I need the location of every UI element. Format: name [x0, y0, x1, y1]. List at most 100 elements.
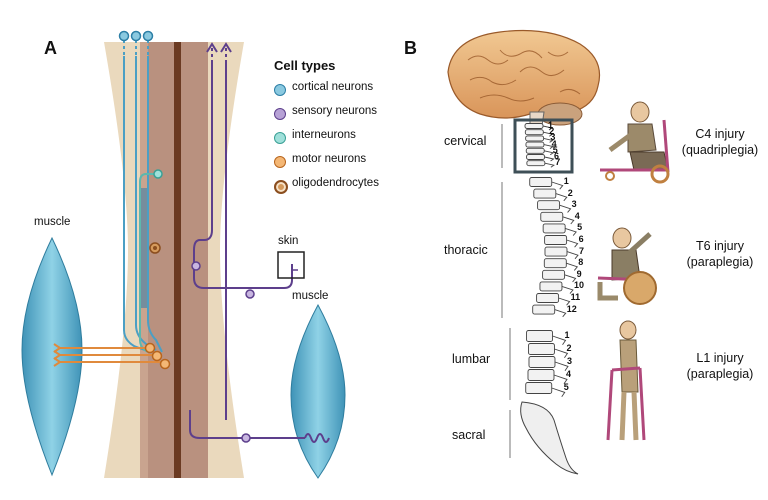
motor-axons [53, 343, 164, 367]
legend-icon-cortical [274, 84, 286, 96]
motor-neuron-2 [151, 350, 163, 362]
vertebra-cervical-5 [525, 147, 545, 154]
sacrum [520, 401, 579, 475]
vertebra-cervical-7 [526, 160, 546, 167]
cortical-neuron-2 [130, 30, 142, 42]
vertebra-thoracic-12 [532, 304, 556, 315]
vertebra-cervical-3 [525, 135, 545, 142]
vertebra-cervical-2 [524, 129, 544, 136]
patient-t6-illustration [597, 227, 657, 305]
motor-neuron-3 [159, 358, 171, 370]
region-lumbar: lumbar [452, 352, 491, 366]
oligodendrocyte-nucleus [153, 246, 157, 250]
injury-t6: T6 injury (paraplegia) [680, 238, 760, 270]
vertebra-thoracic-3 [537, 200, 561, 211]
vertebra-thoracic-5 [542, 223, 566, 234]
vertebra-label-cervical-7: 7 [555, 157, 561, 168]
muscle-left-shape [21, 236, 83, 477]
panel-b [447, 29, 670, 475]
vertebra-process-lumbar-4 [553, 374, 568, 385]
injury-c4-name: C4 injury [695, 127, 745, 141]
legend-label-cortical: cortical neurons [292, 81, 374, 93]
vertebra-process-thoracic-3 [559, 204, 572, 213]
myelin-sheath [141, 188, 147, 308]
vertebra-lumbar-3 [528, 356, 556, 368]
vertebra-label-cervical-4: 4 [551, 138, 557, 149]
central-canal [174, 42, 181, 478]
vertebra-label-thoracic-1: 1 [563, 176, 569, 186]
vertebra-cervical-4 [525, 141, 545, 148]
vertebra-thoracic-4 [540, 211, 564, 222]
injury-c4-type: (quadriplegia) [681, 143, 759, 157]
legend-label-oligodendrocyte: oligodendrocytes [292, 177, 379, 189]
vertebra-lumbar-4 [527, 369, 555, 381]
vertebra-label-cervical-5: 5 [552, 144, 558, 155]
cerebellum [537, 102, 583, 126]
vertebra-process-thoracic-1 [551, 181, 564, 190]
vertebra-process-cervical-4 [543, 144, 555, 149]
vertebra-process-thoracic-4 [562, 216, 575, 225]
sensory-neuron-1 [191, 261, 201, 271]
panel-a [21, 30, 346, 479]
panel-b-letter: B [404, 38, 417, 58]
vertebra-process-cervical-2 [543, 131, 554, 137]
vertebra-process-lumbar-2 [554, 348, 569, 359]
vertebra-process-cervical-6 [544, 156, 555, 162]
skin-label: skin [278, 235, 299, 247]
vertebra-thoracic-10 [539, 281, 563, 292]
vertebra-process-lumbar-3 [554, 361, 569, 372]
vertebra-lumbar-1 [526, 330, 553, 342]
vertebra-label-thoracic-7: 7 [578, 245, 584, 256]
vertebra-label-lumbar-4: 4 [565, 369, 571, 379]
legend-label-motor: motor neurons [292, 153, 367, 165]
vertebra-label-thoracic-2: 2 [567, 187, 573, 198]
vertebra-process-thoracic-10 [561, 285, 574, 294]
vertebra-label-thoracic-6: 6 [578, 234, 584, 244]
cortical-neuron-3 [142, 30, 154, 42]
vertebra-label-cervical-2: 2 [549, 126, 555, 137]
legend-icon-sensory [274, 108, 286, 120]
vertebra-process-thoracic-6 [566, 239, 579, 248]
muscle-left-label: muscle [34, 216, 71, 228]
vertebra-label-thoracic-5: 5 [577, 222, 583, 233]
legend-icon-interneuron [274, 132, 286, 144]
brain-folds [467, 49, 581, 102]
vertebra-label-thoracic-9: 9 [576, 268, 582, 279]
vertebra-thoracic-7 [544, 246, 568, 257]
legend-icon-oligodendrocyte [274, 180, 288, 194]
vertebra-process-thoracic-2 [555, 193, 568, 202]
muscle-right-label: muscle [292, 290, 329, 302]
vertebra-label-lumbar-2: 2 [566, 343, 572, 353]
vertebra-label-lumbar-1: 1 [564, 330, 570, 340]
vertebra-process-thoracic-9 [564, 274, 577, 283]
vertebra-label-thoracic-3: 3 [571, 199, 577, 210]
vertebra-process-cervical-7 [544, 162, 555, 168]
vertebra-thoracic-8 [543, 258, 567, 269]
motor-neuron-1 [144, 342, 156, 354]
vertebra-process-thoracic-11 [558, 297, 571, 306]
vertebra-thoracic-9 [542, 269, 566, 280]
vertebra-process-lumbar-5 [551, 387, 566, 398]
cortical-neuron-1 [118, 30, 130, 42]
skin-receptor [291, 264, 298, 271]
vertebra-label-thoracic-12: 12 [566, 303, 577, 314]
vertebra-lumbar-5 [525, 382, 553, 394]
vertebra-process-thoracic-12 [554, 309, 567, 318]
vertebra-process-thoracic-8 [566, 262, 579, 271]
injury-l1: L1 injury (paraplegia) [680, 350, 760, 382]
vertebra-label-cervical-1: 1 [548, 120, 554, 130]
brain-shape [447, 29, 601, 119]
vertebra-process-thoracic-5 [565, 227, 577, 236]
legend-icon-motor [274, 156, 286, 168]
vertebra-lumbar-2 [527, 343, 555, 355]
vertebra-label-lumbar-5: 5 [563, 382, 569, 392]
vertebra-thoracic-6 [544, 235, 568, 245]
region-cervical: cervical [444, 134, 487, 148]
vertebra-process-cervical-1 [542, 125, 554, 131]
vertebra-cervical-1 [524, 123, 544, 129]
interneuron-cell [153, 169, 163, 179]
vertebra-label-thoracic-10: 10 [573, 280, 584, 291]
vertebra-process-lumbar-1 [552, 335, 567, 346]
vertebra-label-thoracic-4: 4 [574, 210, 580, 221]
vertebra-process-cervical-5 [544, 150, 555, 156]
